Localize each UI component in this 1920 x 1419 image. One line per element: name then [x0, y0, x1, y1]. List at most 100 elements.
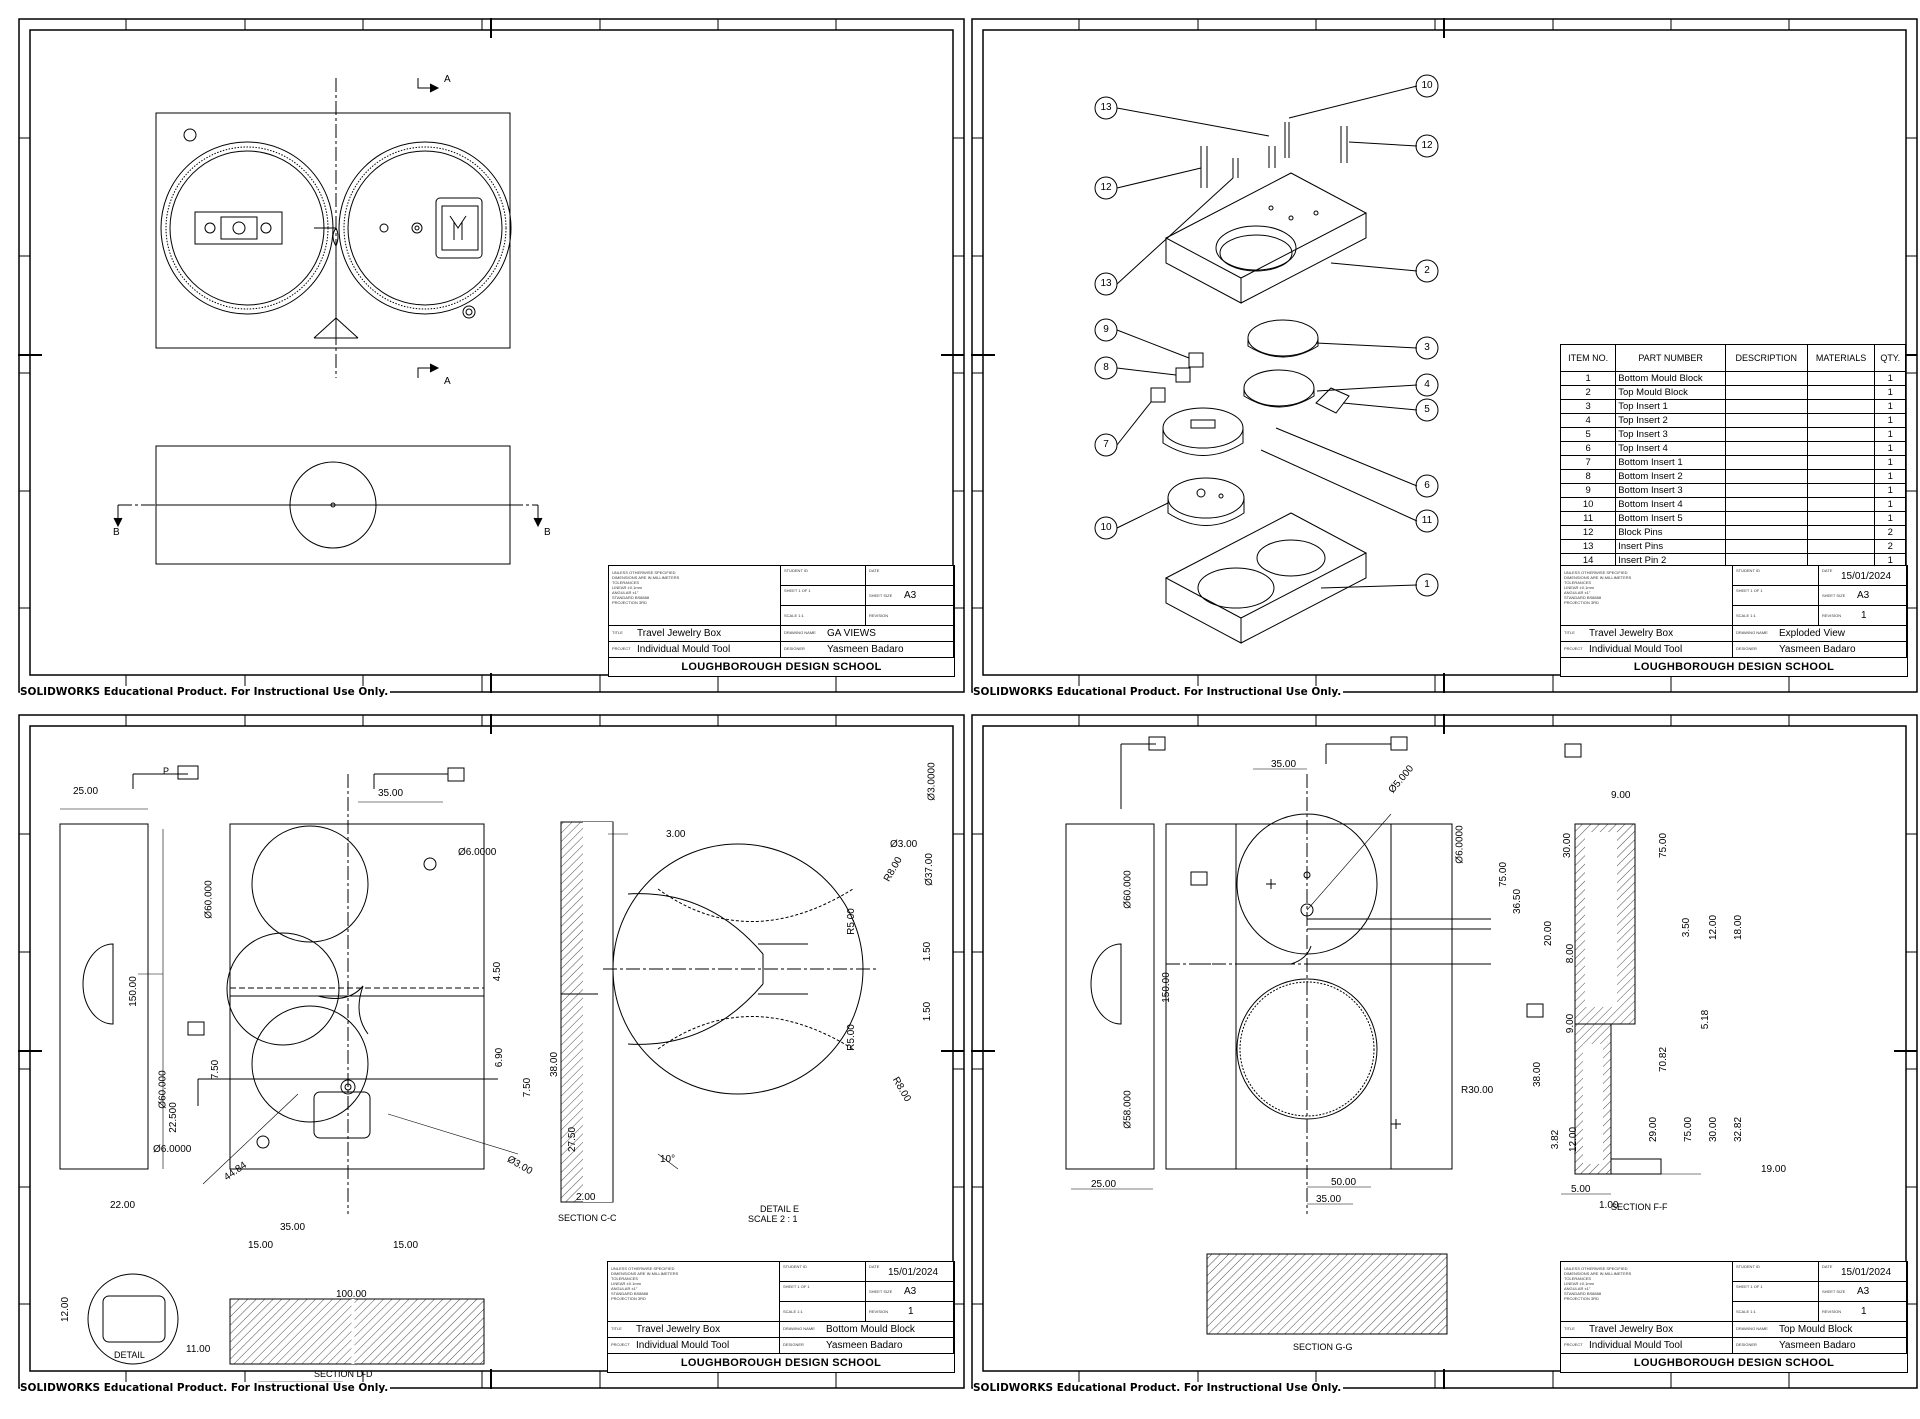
dim-35b: 35.00 — [280, 1222, 306, 1233]
edu-watermark-notice: SOLIDWORKS Educational Product. For Inst… — [973, 686, 1344, 698]
bom-cell: 13 — [1559, 539, 1617, 554]
marker-a: P — [163, 766, 170, 776]
bom-cell — [1724, 455, 1808, 470]
drawing-sheet-top-block: 35.00 75.00 150.00 50.00 35.00 25.00 9.0… — [971, 714, 1918, 1394]
dim-150: 150.00 — [127, 976, 139, 1007]
balloon-12b: 12 — [1100, 182, 1112, 193]
bom-cell: 1 — [1874, 399, 1906, 414]
dim-r5b: R5.00 — [845, 1024, 857, 1051]
dim-38: 38.00 — [549, 1051, 561, 1078]
bom-cell: Top Insert 2 — [1615, 413, 1726, 428]
balloon-5: 5 — [1424, 404, 1430, 415]
bom-cell — [1724, 469, 1808, 484]
bom-header-materials: MATERIALS — [1806, 344, 1876, 372]
dim-6-9: 6.90 — [494, 1047, 506, 1068]
dim-dia3: Ø3.00 — [890, 839, 918, 850]
bom-cell: Bottom Insert 2 — [1615, 469, 1726, 484]
bom-cell — [1806, 385, 1876, 400]
edu-watermark-notice: SOLIDWORKS Educational Product. For Inst… — [20, 686, 391, 698]
bom-cell: 1 — [1874, 371, 1906, 386]
bom-cell: 1 — [1874, 441, 1906, 456]
bom-cell — [1724, 441, 1808, 456]
balloon-7: 7 — [1103, 439, 1109, 450]
bom-cell: 2 — [1874, 525, 1906, 540]
dim-dia6b: Ø6.0000 — [153, 1144, 192, 1155]
bom-header-description: DESCRIPTION — [1724, 344, 1808, 372]
bom-cell — [1724, 371, 1808, 386]
drawing-title: Travel Jewelry Box — [637, 628, 722, 639]
bom-cell: 7 — [1559, 455, 1617, 470]
bom-cell: 1 — [1559, 371, 1617, 386]
bom-cell: 4 — [1559, 413, 1617, 428]
bom-cell — [1806, 427, 1876, 442]
drawing-name: GA VIEWS — [827, 628, 876, 639]
top-dim-150: 150.00 — [1160, 972, 1172, 1003]
dim-11: 11.00 — [186, 1344, 211, 1355]
top-dim-3-5: 3.50 — [1681, 917, 1693, 938]
edu-watermark-notice: SOLIDWORKS Educational Product. For Inst… — [20, 1382, 391, 1394]
top-dim-5: 5.00 — [1571, 1184, 1591, 1195]
top-dim-8: 8.00 — [1565, 943, 1577, 964]
bom-cell: 6 — [1559, 441, 1617, 456]
dim-dia37: Ø37.00 — [923, 853, 935, 886]
dim-dia6: Ø6.0000 — [458, 847, 497, 858]
bom-cell: 12 — [1559, 525, 1617, 540]
bom-cell: 2 — [1874, 539, 1906, 554]
dim-1-5b: 1.50 — [922, 1001, 934, 1022]
section-cc-label: SECTION C-C — [558, 1213, 617, 1223]
svg-text:A: A — [444, 74, 451, 85]
bom-header-row: ITEM NO. PART NUMBER DESCRIPTION MATERIA… — [1559, 344, 1906, 372]
top-dim-dia60: Ø60.000 — [1122, 870, 1134, 909]
top-dim-70-82: 70.82 — [1658, 1046, 1670, 1073]
top-dim-dia58: Ø58.000 — [1122, 1090, 1134, 1129]
section-gg-label: SECTION G-G — [1293, 1342, 1353, 1352]
dim-4-5: 4.50 — [492, 961, 504, 982]
bom-header-part: PART NUMBER — [1615, 344, 1726, 372]
bom-cell — [1806, 455, 1876, 470]
bom-cell — [1806, 371, 1876, 386]
bom-cell: Bottom Insert 1 — [1615, 455, 1726, 470]
section-ff-label: SECTION F-F — [1611, 1202, 1668, 1212]
balloon-4: 4 — [1424, 379, 1430, 390]
bom-cell: 2 — [1559, 385, 1617, 400]
section-dd-label: SECTION D-D — [314, 1369, 373, 1379]
dim-dia3000: Ø3.0000 — [926, 762, 938, 801]
top-dim-1: 1.00 — [1599, 1200, 1619, 1211]
dim-35: 35.00 — [378, 788, 404, 799]
edu-watermark-notice: SOLIDWORKS Educational Product. For Inst… — [973, 1382, 1344, 1394]
bom-cell: 1 — [1874, 511, 1906, 526]
bom-cell — [1724, 539, 1808, 554]
balloon-6: 6 — [1424, 480, 1430, 491]
balloon-1: 1 — [1424, 579, 1430, 590]
bom-cell: Block Pins — [1615, 525, 1726, 540]
top-dim-9: 9.00 — [1611, 790, 1631, 801]
balloon-13b: 13 — [1100, 278, 1112, 289]
bom-cell — [1806, 539, 1876, 554]
bom-cell: 1 — [1874, 469, 1906, 484]
bom-cell: 1 — [1874, 455, 1906, 470]
balloon-2: 2 — [1424, 265, 1430, 276]
bom-cell: Top Insert 4 — [1615, 441, 1726, 456]
drawing-sheet-bottom-block: 25.00 35.00 150.00 100.00 35.00 15.00 15… — [18, 714, 965, 1394]
detail-label: DETAIL — [114, 1350, 145, 1360]
bom-cell: Bottom Insert 3 — [1615, 483, 1726, 498]
bom-cell — [1806, 483, 1876, 498]
top-dim-75b: 75.00 — [1658, 832, 1670, 859]
school-name: LOUGHBOROUGH DESIGN SCHOOL — [609, 657, 954, 676]
balloon-9: 9 — [1103, 324, 1109, 335]
dim-100: 100.00 — [336, 1289, 367, 1300]
dim-7-5b: 7.50 — [522, 1077, 534, 1098]
svg-text:B: B — [544, 527, 551, 538]
detail-e-scale: SCALE 2 : 1 — [748, 1214, 798, 1224]
svg-text:B: B — [113, 527, 120, 538]
top-dim-29: 29.00 — [1648, 1116, 1660, 1143]
top-dim-30b: 30.00 — [1708, 1116, 1720, 1143]
school-name: LOUGHBOROUGH DESIGN SCHOOL — [1561, 657, 1907, 676]
balloon-10b: 10 — [1100, 522, 1112, 533]
